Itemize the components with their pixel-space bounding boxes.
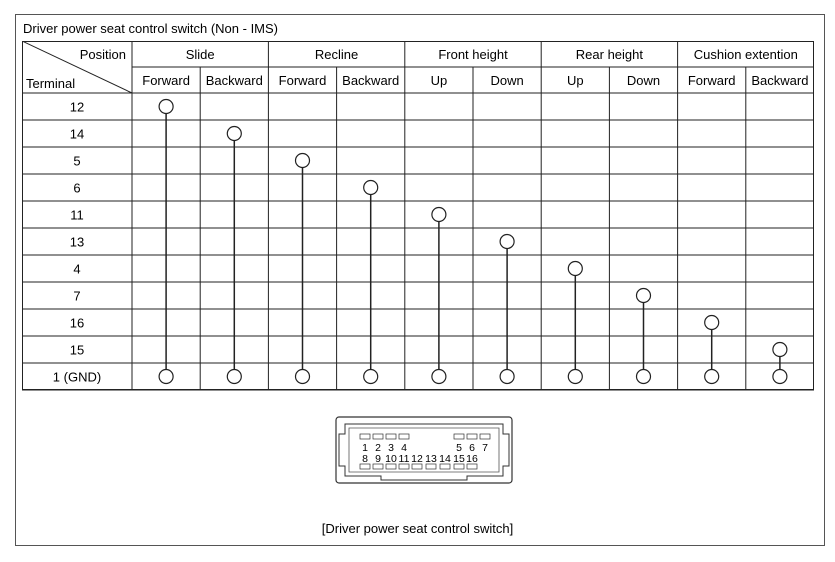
continuity-node bbox=[294, 368, 311, 385]
pin-number: 8 bbox=[362, 453, 368, 465]
terminal-cell: 5 bbox=[73, 154, 80, 169]
pin-number: 15 bbox=[453, 453, 465, 465]
pin-slot bbox=[398, 463, 410, 470]
pin-slot bbox=[453, 433, 465, 440]
diagram-title: Driver power seat control switch (Non - … bbox=[23, 21, 279, 36]
diagram-frame bbox=[15, 14, 825, 546]
continuity-node bbox=[226, 125, 242, 142]
connector-face bbox=[348, 427, 500, 473]
terminal-cell: 11 bbox=[70, 208, 84, 223]
pin-number: 12 bbox=[411, 453, 423, 465]
column-header: Forward bbox=[688, 73, 736, 88]
column-header: Up bbox=[431, 73, 448, 88]
continuity-node bbox=[226, 368, 242, 385]
terminal-cell: 7 bbox=[73, 289, 80, 304]
pin-slot bbox=[359, 463, 371, 470]
pin-number: 16 bbox=[466, 453, 478, 465]
column-header: Backward bbox=[751, 73, 808, 88]
pin-slot bbox=[385, 433, 397, 440]
continuity-node bbox=[772, 368, 788, 385]
continuity-node bbox=[772, 341, 788, 358]
group-header: Recline bbox=[315, 47, 358, 62]
continuity-node bbox=[635, 368, 652, 385]
column-header: Forward bbox=[279, 73, 327, 88]
table-border bbox=[22, 41, 814, 390]
column-header: Down bbox=[490, 73, 523, 88]
pin-number: 4 bbox=[401, 442, 407, 454]
column-header: Up bbox=[567, 73, 584, 88]
pin-number: 13 bbox=[425, 453, 437, 465]
pin-slot bbox=[439, 463, 451, 470]
pin-number: 10 bbox=[385, 453, 397, 465]
continuity-node bbox=[294, 152, 311, 169]
pin-number: 1 bbox=[362, 442, 368, 454]
pin-slot bbox=[372, 433, 384, 440]
pin-number: 14 bbox=[439, 453, 451, 465]
group-header: Front height bbox=[438, 47, 508, 62]
pin-slot bbox=[425, 463, 437, 470]
pin-number: 5 bbox=[456, 442, 462, 454]
continuity-node bbox=[567, 368, 583, 385]
group-header: Rear height bbox=[576, 47, 644, 62]
column-header: Backward bbox=[206, 73, 263, 88]
pin-slot bbox=[359, 433, 371, 440]
pin-number: 6 bbox=[469, 442, 475, 454]
terminal-label: Terminal bbox=[26, 76, 75, 91]
continuity-node bbox=[363, 179, 379, 196]
continuity-node bbox=[499, 368, 515, 385]
continuity-node bbox=[431, 368, 447, 385]
continuity-node bbox=[158, 368, 174, 385]
group-header: Cushion extention bbox=[694, 47, 798, 62]
pin-number: 2 bbox=[375, 442, 381, 454]
pin-number: 7 bbox=[482, 442, 488, 454]
pin-slot bbox=[385, 463, 397, 470]
continuity-node bbox=[635, 287, 652, 304]
pin-slot bbox=[372, 463, 384, 470]
connector-caption: [Driver power seat control switch] bbox=[321, 521, 514, 536]
continuity-node bbox=[704, 314, 720, 331]
column-header: Backward bbox=[342, 73, 399, 88]
continuity-node bbox=[499, 233, 515, 250]
terminal-cell: 15 bbox=[70, 343, 84, 358]
group-header: Slide bbox=[186, 47, 215, 62]
terminal-cell: 14 bbox=[70, 127, 84, 142]
connector-inner bbox=[338, 423, 510, 481]
pin-number: 9 bbox=[375, 453, 381, 465]
column-header: Down bbox=[627, 73, 660, 88]
position-label: Position bbox=[80, 47, 126, 62]
pin-slot bbox=[453, 463, 465, 470]
pin-slot bbox=[466, 433, 478, 440]
terminal-cell: 4 bbox=[73, 262, 80, 277]
pin-slot bbox=[411, 463, 423, 470]
header-diagonal bbox=[22, 41, 133, 94]
terminal-cell: 12 bbox=[70, 100, 84, 115]
pin-slot bbox=[398, 433, 410, 440]
pin-slot bbox=[466, 463, 478, 470]
terminal-cell: 13 bbox=[70, 235, 84, 250]
terminal-cell: 6 bbox=[73, 181, 80, 196]
continuity-node bbox=[431, 206, 447, 223]
terminal-cell: 16 bbox=[70, 316, 84, 331]
continuity-node bbox=[158, 98, 174, 115]
pin-number: 3 bbox=[388, 442, 394, 454]
terminal-cell: 1 (GND) bbox=[53, 370, 101, 385]
pin-number: 11 bbox=[399, 453, 410, 465]
continuity-node bbox=[363, 368, 379, 385]
continuity-node bbox=[567, 260, 583, 277]
pin-slot bbox=[479, 433, 491, 440]
column-header: Forward bbox=[142, 73, 190, 88]
continuity-node bbox=[704, 368, 720, 385]
